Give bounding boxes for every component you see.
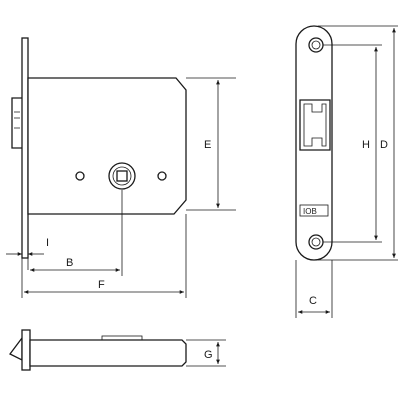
bolt-wedge: [9, 336, 23, 362]
faceplate-view: IOB: [295, 25, 333, 261]
bottom-case: [29, 339, 187, 367]
dimension-label-e: E: [204, 139, 211, 151]
latch-opening: [299, 99, 331, 151]
latch-bolt: [11, 97, 22, 149]
faceplate-logo: IOB: [303, 207, 317, 216]
dimension-label-i: I: [46, 237, 49, 249]
dimension-label-h: H: [362, 139, 370, 151]
spindle-square: [116, 170, 128, 182]
lock-bottom-view: [9, 329, 187, 371]
dimension-c: C: [295, 260, 333, 318]
dimension-label-c: C: [309, 295, 317, 307]
forend-plate: [21, 37, 29, 259]
dimension-label-b: B: [66, 257, 73, 269]
dimension-e: E: [186, 77, 236, 211]
faceplate-logo-frame: [299, 204, 329, 217]
bottom-forend: [21, 329, 31, 371]
dimension-d: D: [318, 25, 398, 261]
dimension-f: F: [21, 214, 187, 298]
dimension-label-d: D: [380, 139, 388, 151]
dimension-i: I: [6, 237, 49, 270]
dimension-h: H: [323, 44, 382, 243]
faceplate: [295, 25, 333, 261]
fixing-hole-left: [75, 171, 85, 181]
dimension-g: G: [186, 339, 226, 367]
lock-case: [27, 77, 187, 215]
fixing-hole-right: [157, 171, 167, 181]
dimension-b: B: [30, 190, 123, 276]
lock-front-view: [11, 37, 187, 259]
dimension-label-f: F: [98, 279, 105, 291]
spindle-hub: [108, 162, 136, 190]
dimension-label-g: G: [204, 349, 213, 361]
